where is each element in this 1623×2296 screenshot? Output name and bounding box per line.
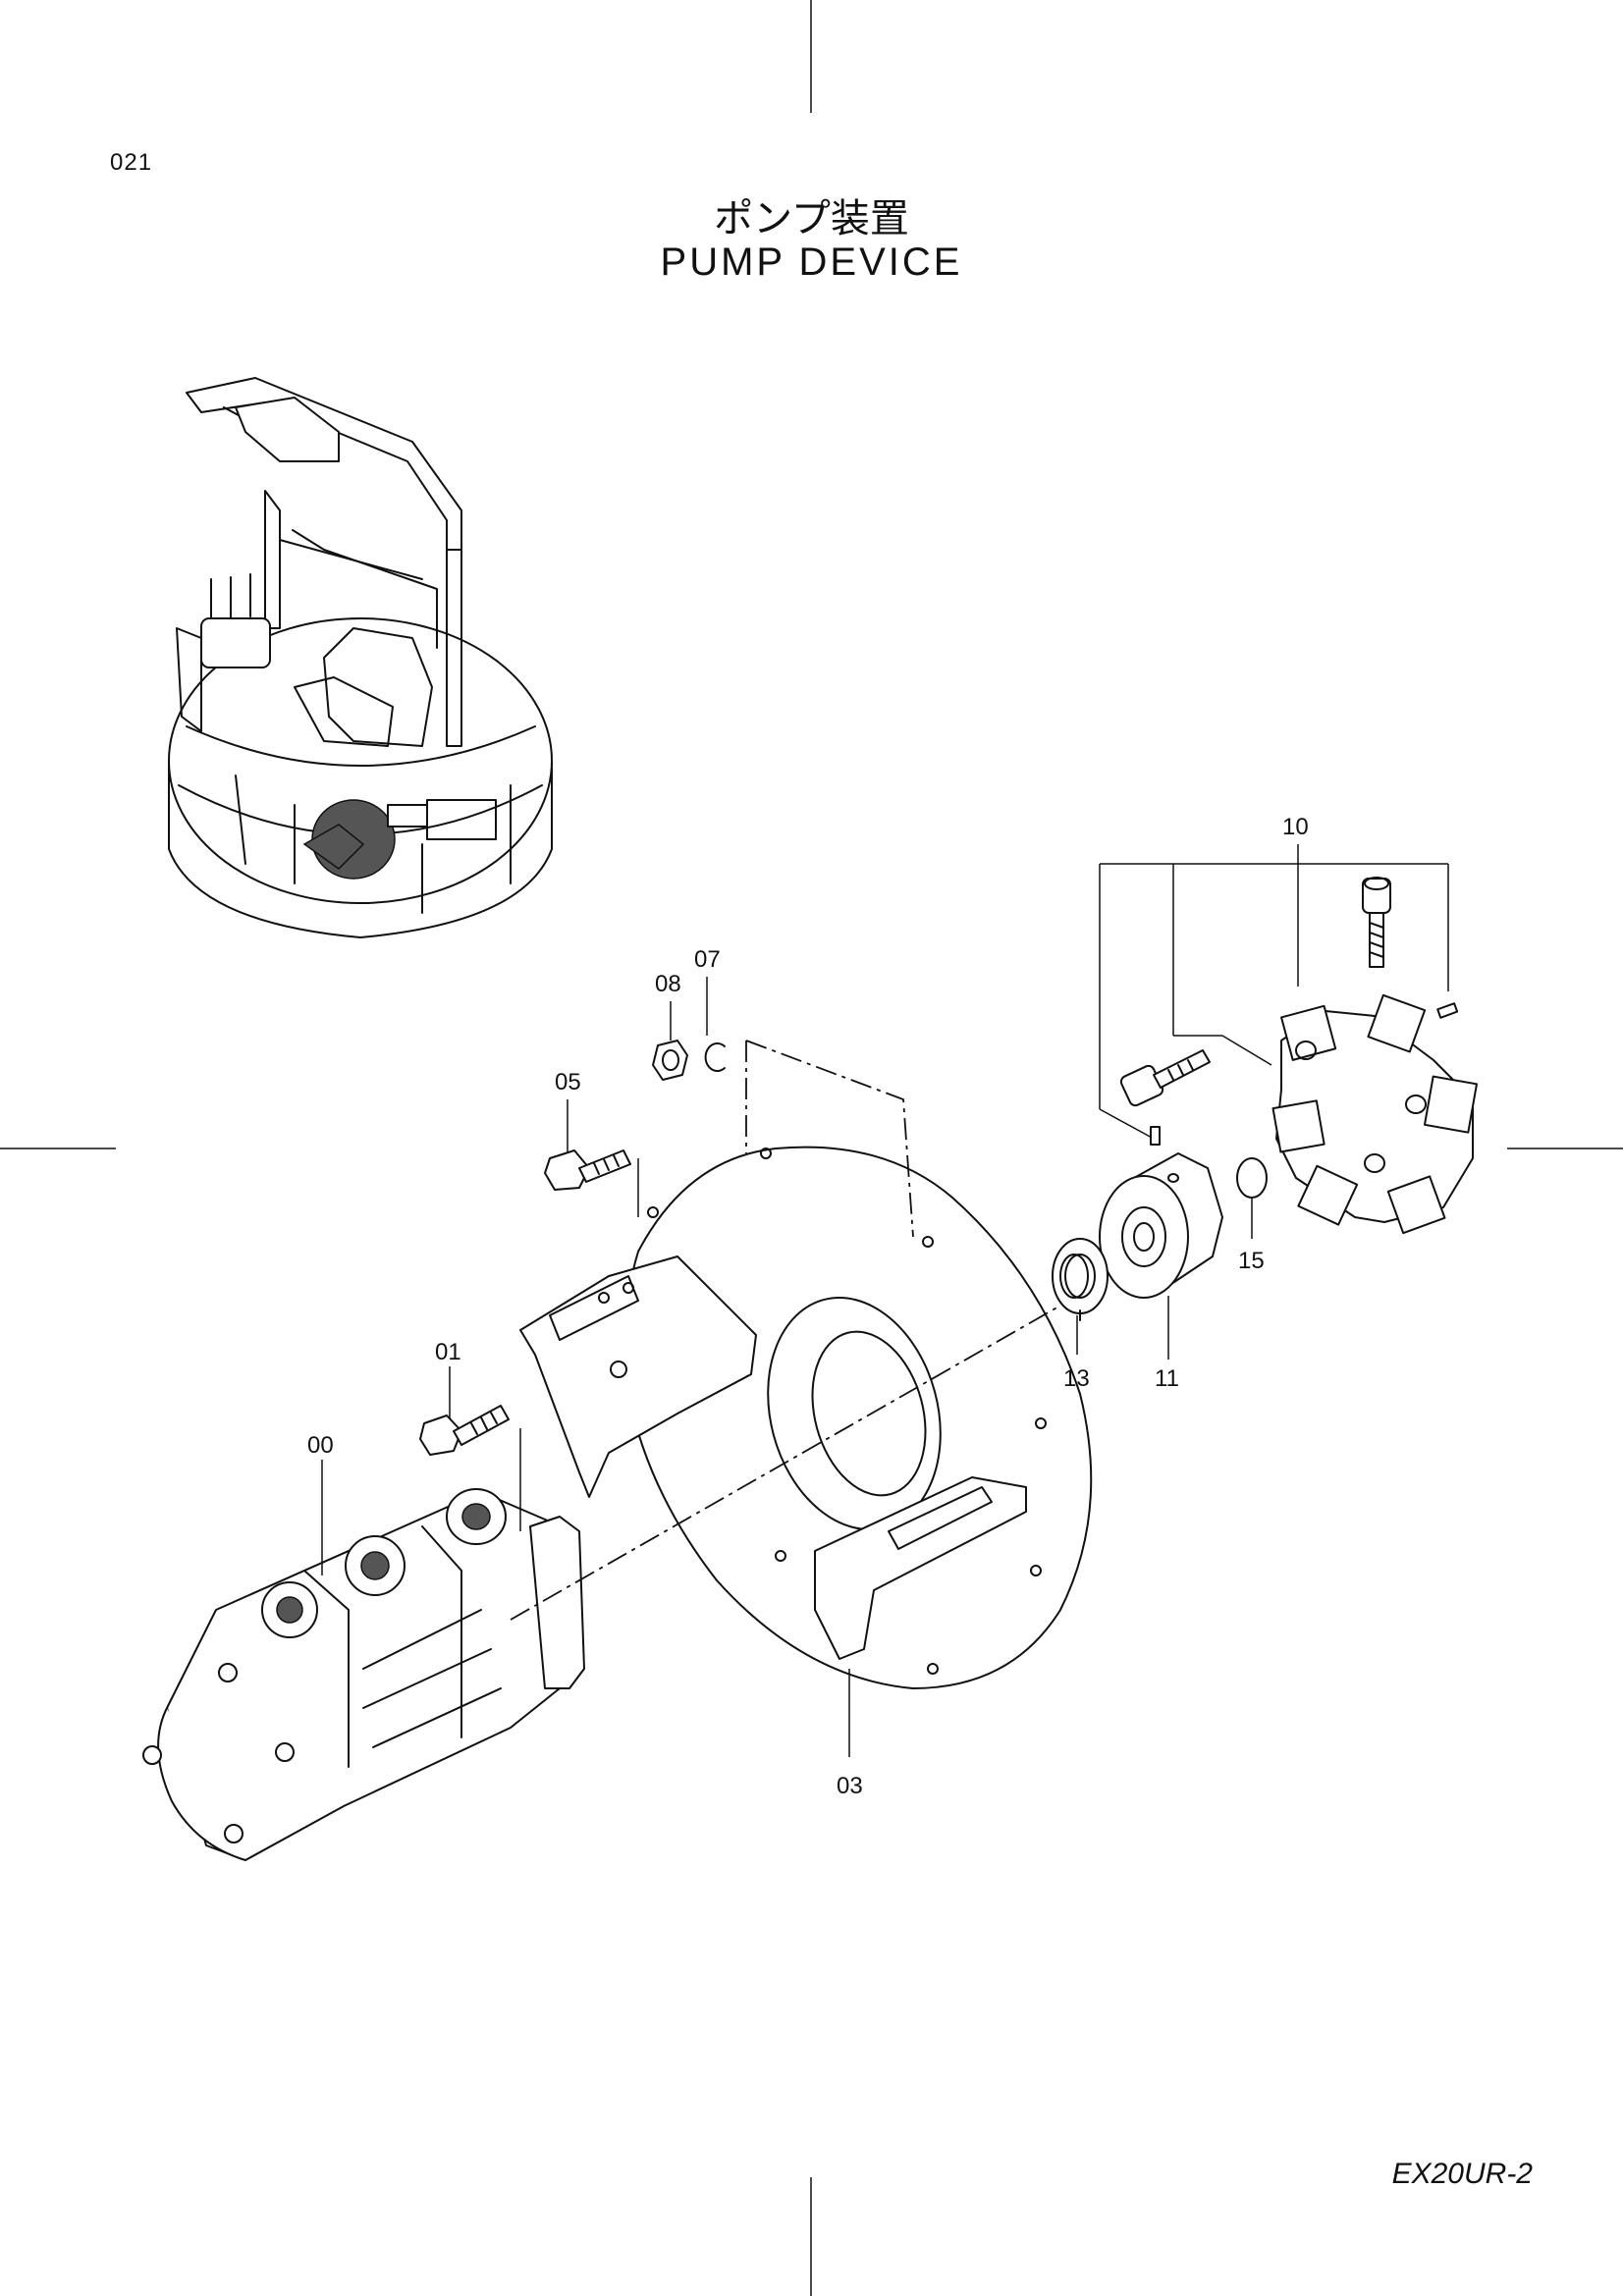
coupling-hub [1099, 1152, 1223, 1299]
machine-overview-illustration [168, 377, 553, 938]
page-title-japanese: ポンプ装置 [714, 196, 909, 241]
callout-10: 10 [1282, 814, 1309, 840]
callout-leaders [321, 977, 1253, 1757]
coupling-assembly-bracket [1099, 844, 1449, 1140]
callout-03: 03 [837, 1773, 863, 1799]
callout-07: 07 [694, 946, 721, 973]
page-number: 021 [110, 149, 153, 176]
hex-bolt-05 [544, 1149, 631, 1191]
callout-11: 11 [1155, 1365, 1179, 1392]
callout-08: 08 [655, 971, 681, 997]
snap-ring [704, 1042, 726, 1072]
hex-bolt-01 [419, 1405, 510, 1456]
socket-cap-screw-horizontal [1119, 1049, 1211, 1107]
gear-pump [142, 1488, 585, 1861]
callout-00: 00 [307, 1432, 334, 1459]
mounting-bracket [519, 1255, 757, 1498]
flexible-coupling-element [1271, 993, 1478, 1235]
model-code: EX20UR-2 [1391, 2158, 1533, 2190]
callout-01: 01 [435, 1339, 461, 1365]
pump-mounting-plate [623, 1146, 1093, 1689]
spring-pins [1150, 1002, 1459, 1146]
callout-05: 05 [555, 1069, 581, 1095]
callout-13: 13 [1063, 1365, 1090, 1392]
callout-15: 15 [1238, 1248, 1265, 1274]
assembly-guide-lines [510, 1040, 1081, 1621]
bearing [1052, 1238, 1109, 1314]
hex-nut [652, 1040, 688, 1081]
plug [1236, 1157, 1268, 1199]
socket-cap-screw-vertical [1362, 877, 1391, 968]
page-title-english: PUMP DEVICE [660, 240, 963, 284]
